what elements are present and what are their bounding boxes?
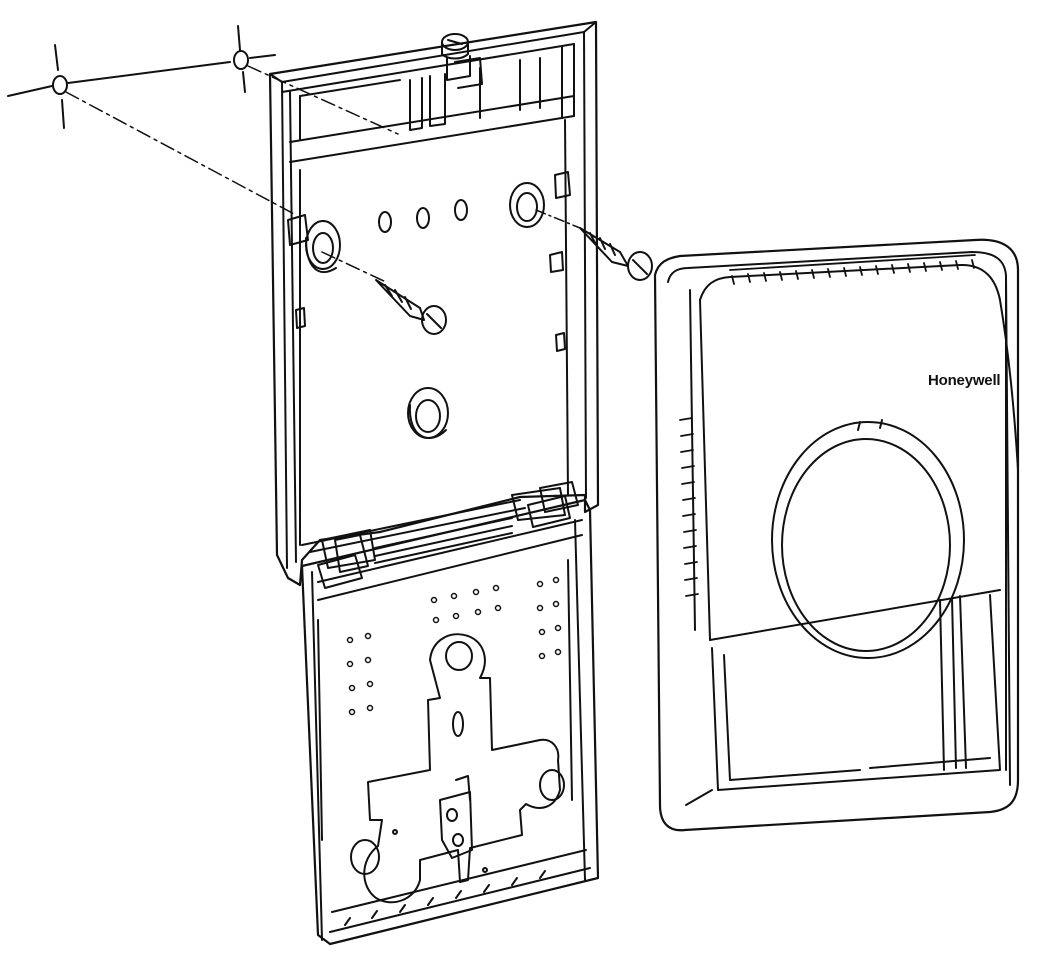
- wall-anchor-mark-icon: [8, 45, 67, 128]
- mounting-screw-icon: [580, 228, 652, 280]
- alignment-line: [66, 66, 398, 282]
- brand-logo-text: Honeywell: [928, 372, 1001, 389]
- mounting-screw-icon: [376, 280, 446, 334]
- wall-anchor-mark-icon: [68, 26, 275, 92]
- wall-plate-icon: [270, 22, 598, 585]
- hinged-subbase-icon: [302, 482, 598, 944]
- locking-screw-icon: [442, 34, 482, 88]
- thermostat-cover-icon: [655, 240, 1018, 830]
